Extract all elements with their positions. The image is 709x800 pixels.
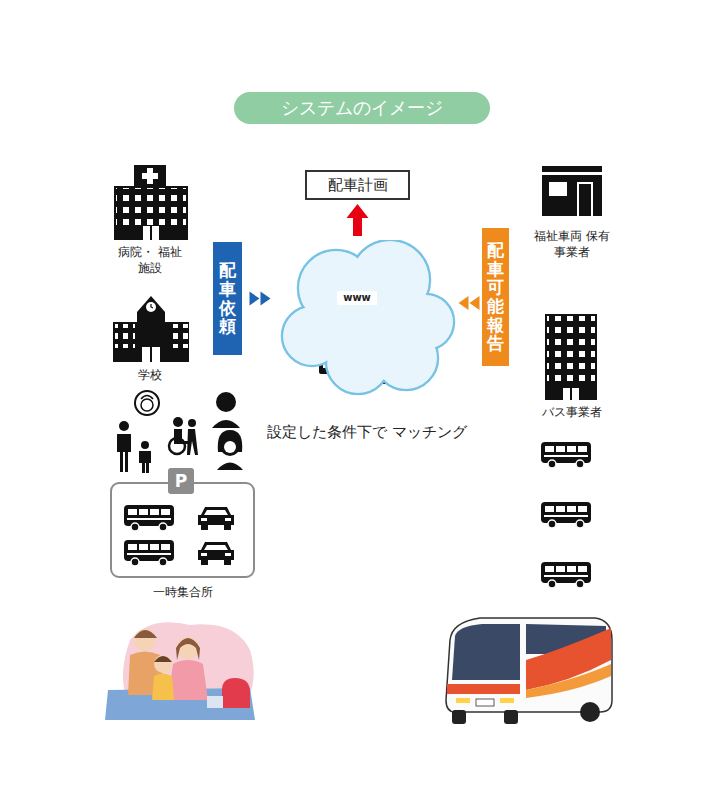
hospital-icon xyxy=(114,165,188,240)
globe-text: www xyxy=(337,291,377,305)
node-text: 配車計画 xyxy=(328,176,388,195)
block-arrow xyxy=(347,204,369,236)
people-icons xyxy=(117,391,243,473)
area-name: 一時集合所 xyxy=(112,584,253,601)
office-icon xyxy=(542,166,602,216)
chevron-arrow xyxy=(250,292,271,306)
operator-label: バス事業者 xyxy=(527,404,617,420)
cloud-shape xyxy=(278,240,456,398)
vertical-label: 配車可能報告 xyxy=(487,241,504,353)
title-pill: システムのイメージ xyxy=(234,92,490,124)
plan-box: 配車計画 xyxy=(305,170,410,200)
school-icon xyxy=(113,296,189,362)
bus-icons xyxy=(541,442,591,588)
operator-label: 福祉車両 保有事業者 xyxy=(532,228,612,260)
cloud-caption: 設定した条件下で マッチング xyxy=(258,422,476,443)
cloud-node: 設定した条件下で マッチング xyxy=(278,240,456,398)
report-band: 配車可能報告 xyxy=(482,228,509,366)
facility-label: 学校 xyxy=(120,367,180,383)
family-illustration xyxy=(105,622,255,720)
request-band: 配車依頼 xyxy=(213,242,242,355)
chevron-arrow xyxy=(459,296,480,310)
parking-box: 一時集合所 xyxy=(110,482,255,578)
parking-sign: P xyxy=(168,468,194,494)
bus-company-building xyxy=(545,314,597,400)
vertical-label: 配車依頼 xyxy=(219,261,236,336)
facility-label: 病院・ 福祉施設 xyxy=(115,244,185,276)
bus-illustration xyxy=(446,618,612,724)
